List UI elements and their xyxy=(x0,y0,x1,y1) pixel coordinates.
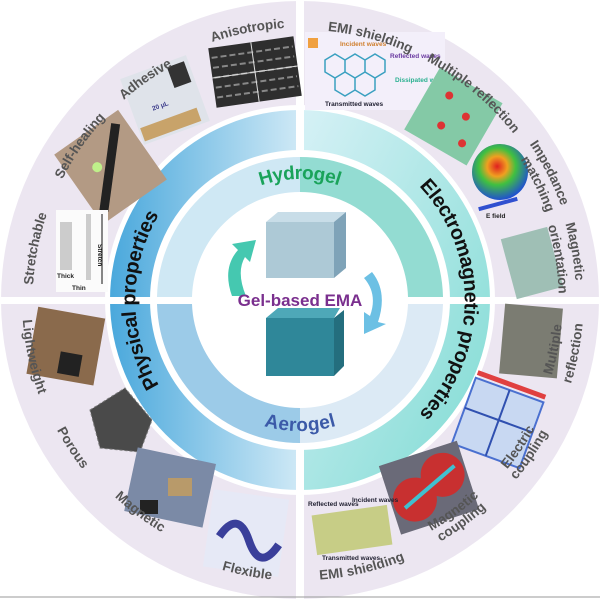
self-healing-image xyxy=(54,109,167,225)
inner-ring-top-right xyxy=(300,157,443,297)
inner-ring-top-left xyxy=(157,156,300,297)
incident-waves-label: Incident waves xyxy=(340,41,387,48)
electromagnetic-properties-ring xyxy=(300,110,490,490)
incident-waves-label-2: Incident waves xyxy=(352,497,399,504)
cycle-arrow-up-icon xyxy=(228,240,256,296)
magnetic-image xyxy=(124,447,216,528)
transmitted-waves-label-2: Transmitted waves xyxy=(322,555,381,562)
magnetic-orientation-image xyxy=(500,226,564,300)
thick-label: Thick xyxy=(57,273,74,280)
aerogel-cube xyxy=(266,308,344,376)
physical-properties-ring xyxy=(110,110,300,490)
magnetic-coupling-image xyxy=(378,440,480,535)
inner-ring-bottom-left xyxy=(157,304,300,443)
reflected-waves-label-2: Reflected waves xyxy=(308,501,359,508)
reflected-waves-label: Reflected waves xyxy=(390,53,441,60)
thin-label: Thin xyxy=(72,285,86,292)
porous-image xyxy=(89,387,153,453)
cycle-arrow-down-icon xyxy=(364,272,386,334)
stretchable-image: Thick Thin Stretch xyxy=(56,210,108,292)
anisotropic-image xyxy=(208,36,302,108)
lightweight-image xyxy=(26,306,106,386)
multiple-reflection-image xyxy=(499,303,563,379)
dissipated-waves-label: Dissipated waves xyxy=(395,77,450,84)
adhesive-image: 20 μL xyxy=(120,55,210,145)
emi-shielding-diagram-top: Incident waves Reflected waves Dissipate… xyxy=(305,32,450,110)
flexible-image xyxy=(202,489,290,578)
stretch-label: Stretch xyxy=(96,244,103,266)
electric-coupling-image xyxy=(450,370,547,470)
impedance-matching-image: E field xyxy=(472,144,528,220)
transmitted-waves-label: Transmitted waves xyxy=(325,101,384,108)
hydrogel-cube xyxy=(266,212,346,278)
emi-shielding-diagram-bottom: Reflected waves Incident waves Transmitt… xyxy=(308,497,399,562)
multiple-reflection-image-top xyxy=(404,67,503,166)
e-field-label: E field xyxy=(486,213,506,220)
inner-ring-bottom-right xyxy=(300,304,443,443)
center-title: Gel-based EMA xyxy=(238,291,363,310)
